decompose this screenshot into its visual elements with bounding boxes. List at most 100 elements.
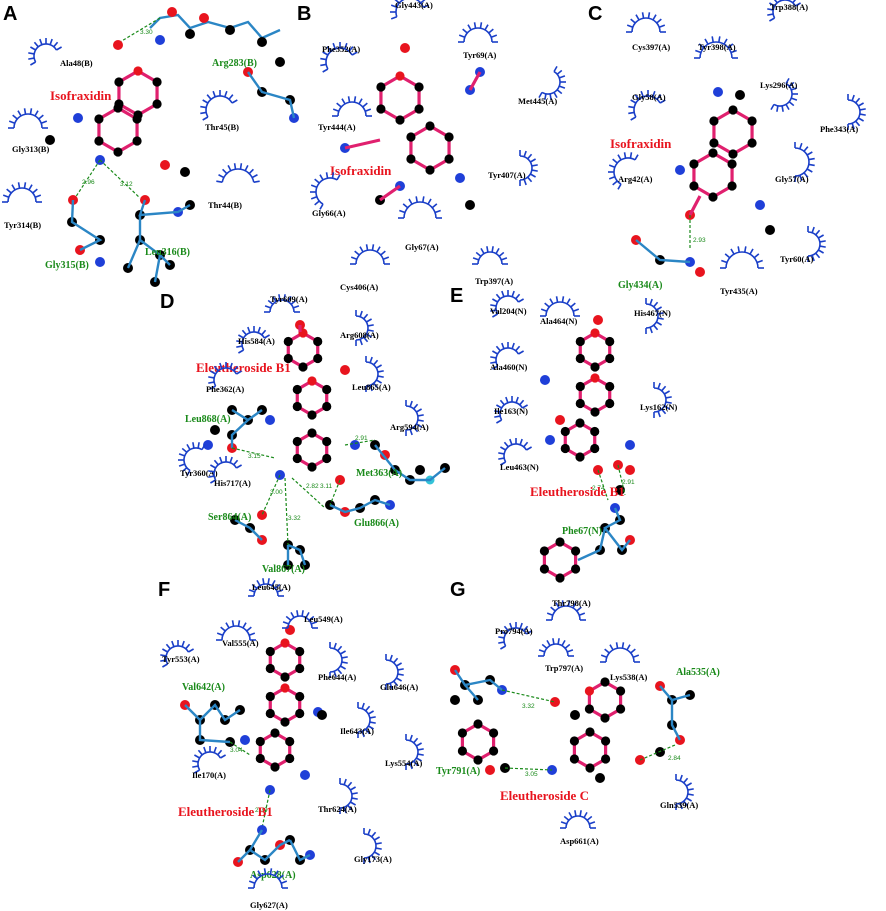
atom-C — [298, 362, 308, 372]
residue-bond — [70, 199, 103, 252]
distance-label: 2.84 — [668, 755, 681, 762]
residue-label: Cys406(A) — [340, 282, 378, 292]
atom-C — [307, 462, 317, 472]
ligand-name: Eleutheroside C — [500, 788, 589, 803]
residue-label: Leu865(A) — [352, 382, 391, 392]
residue-label: Ala464(N) — [540, 316, 577, 326]
hbond-residue-label: Ala535(A) — [676, 667, 720, 678]
ligand-bond — [344, 138, 381, 150]
atom-C — [728, 149, 738, 159]
atom-C — [709, 138, 719, 148]
hydrophobic-contact-icon — [720, 246, 764, 269]
atom-C — [765, 225, 775, 235]
residue-label: Leu463(N) — [500, 462, 539, 472]
atom-C — [94, 114, 104, 124]
ligand-bond — [542, 540, 578, 580]
atom-C — [255, 736, 265, 747]
residue-label: Thr798(A) — [552, 598, 591, 608]
hydrophobic-contact-icon — [355, 310, 374, 346]
panel-C: C2.93IsofraxidinGly434(A)Cys397(A)Trp388… — [588, 0, 866, 296]
hydrophobic-contact-icon — [2, 182, 42, 203]
hydrophobic-contact-icon — [208, 456, 242, 484]
atom-C — [113, 147, 123, 157]
atom-O — [199, 13, 209, 23]
residue-label: Pro794(A) — [495, 626, 533, 636]
atom-C — [735, 90, 745, 100]
residue-label: Tyr553(A) — [162, 654, 200, 664]
hbond-line — [329, 479, 341, 506]
residue-label: Thr45(B) — [205, 122, 239, 132]
atom-C — [575, 452, 585, 462]
atom-C — [45, 135, 55, 145]
residue-label: Arg608(A) — [340, 330, 379, 340]
hydrophobic-contact-icon — [608, 152, 639, 190]
hbond-residue-label: Gly434(A) — [618, 280, 662, 291]
residue-bond — [598, 527, 607, 551]
hbond-line — [344, 439, 376, 446]
atom-O — [280, 683, 290, 693]
atom-C — [488, 746, 499, 756]
hydrophobic-contact-icon — [770, 78, 798, 112]
distance-label: 3.00 — [270, 489, 283, 496]
hydrophobic-contact-icon — [216, 163, 260, 184]
residue-label: Lys538(A) — [610, 672, 647, 682]
atom-C — [575, 398, 585, 409]
atom-C — [265, 663, 275, 674]
atom-C — [414, 82, 424, 92]
hydrophobic-contact-icon — [282, 610, 318, 629]
residue-label: Tyr60(A) — [780, 254, 814, 264]
hydrophobic-contact-icon — [807, 226, 826, 262]
atom-C — [560, 426, 570, 437]
residue-bond — [464, 684, 479, 701]
residue-label: Phe343(A) — [820, 124, 858, 134]
residue-label: Arg42(A) — [618, 174, 653, 184]
hbond-line — [261, 789, 271, 829]
atom-C — [152, 77, 162, 87]
hydrophobic-contact-icon — [160, 640, 194, 668]
distance-label: 3.32 — [288, 515, 301, 522]
distance-label: 3.32 — [522, 703, 535, 710]
atom-N — [240, 735, 250, 745]
atom-C — [585, 727, 595, 737]
panel-letter-E: E — [450, 285, 463, 307]
hydrophobic-contact-icon — [236, 326, 270, 354]
hydrophobic-contact-icon — [626, 12, 666, 33]
atom-C — [225, 25, 235, 35]
hydrophobic-contact-icon — [540, 296, 580, 317]
atom-C — [317, 710, 327, 720]
hydrophobic-contact-icon — [216, 620, 256, 641]
hydrophobic-contact-icon — [538, 66, 566, 100]
hydrophobic-contact-icon — [546, 600, 586, 621]
residue-label: Tyr444(A) — [318, 122, 356, 132]
atom-C — [292, 436, 302, 447]
residue-bond — [374, 444, 446, 482]
hbond-line — [261, 474, 281, 516]
atom-C — [292, 401, 302, 412]
hbond-line — [229, 741, 251, 756]
atom-C — [708, 148, 718, 158]
hydrophobic-contact-icon — [8, 108, 48, 129]
ligand-bond — [409, 124, 451, 172]
atom-C — [283, 336, 293, 347]
atom-C — [414, 104, 424, 114]
atom-C — [292, 453, 302, 464]
residue-label: Gly58(A) — [632, 92, 666, 102]
atom-C — [570, 546, 581, 556]
atom-C — [450, 695, 460, 705]
atom-C — [585, 763, 595, 773]
atom-N — [675, 165, 685, 175]
atom-C — [584, 704, 595, 714]
hbond-residue-label: Ser864(A) — [208, 512, 251, 523]
atom-C — [728, 105, 738, 115]
atom-O — [340, 365, 350, 375]
hydrophobic-contact-icon — [365, 356, 384, 392]
atom-C — [285, 753, 295, 764]
residue-label: Trp797(A) — [545, 663, 583, 673]
residue-bond — [247, 71, 296, 119]
hydrophobic-contact-icon — [339, 778, 358, 814]
atom-C — [285, 736, 295, 747]
atom-O — [590, 328, 600, 338]
